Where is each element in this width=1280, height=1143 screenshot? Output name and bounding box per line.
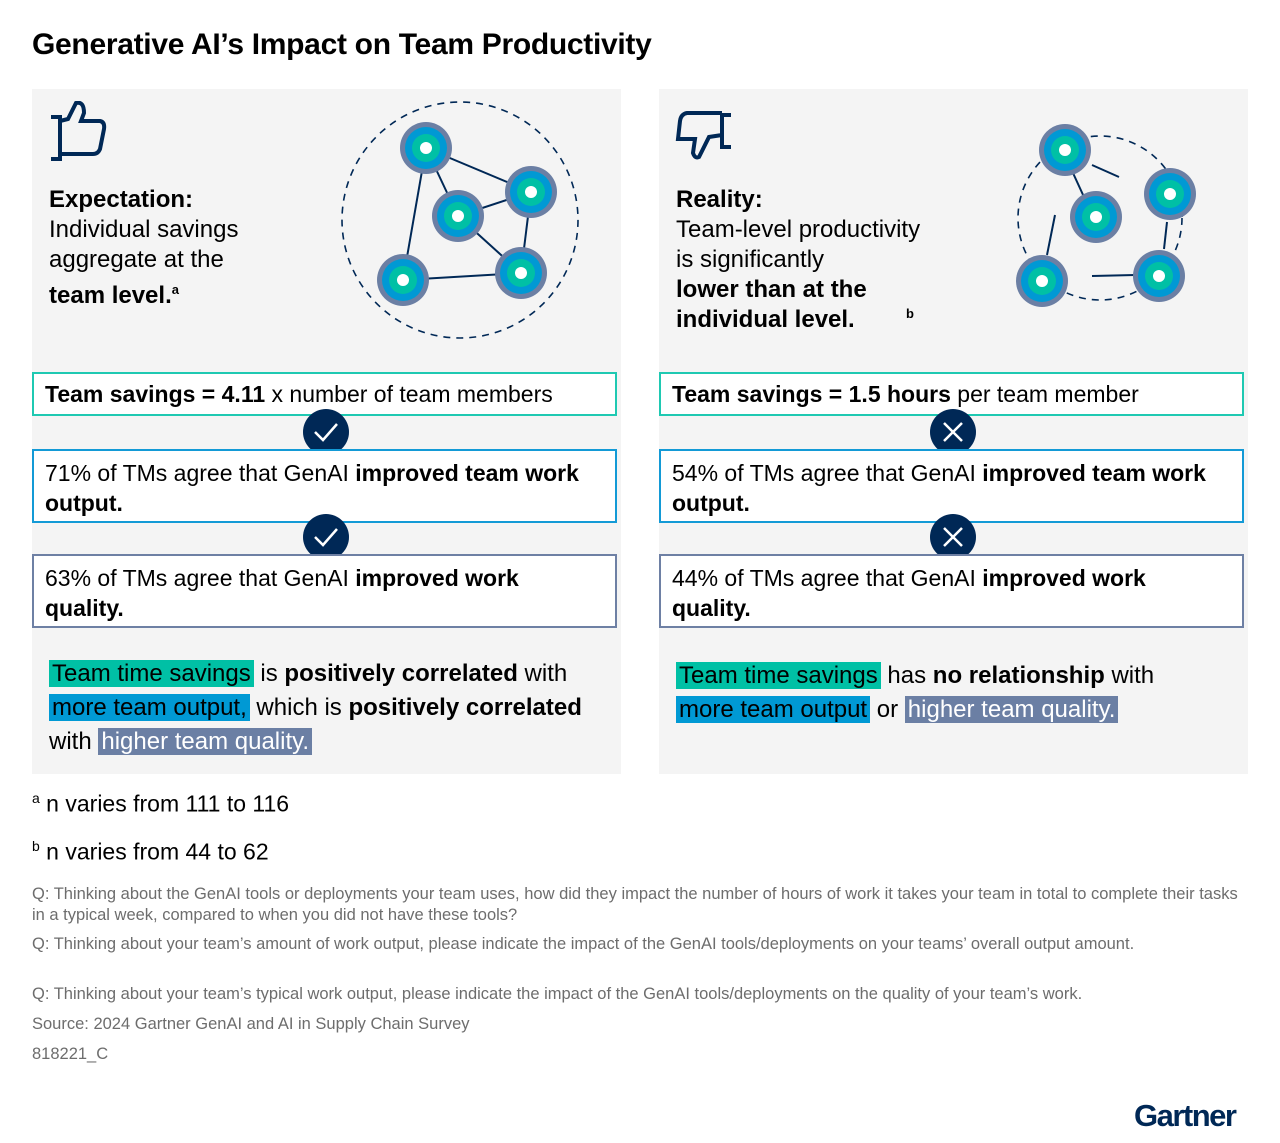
team-member-node — [1016, 255, 1068, 307]
team-savings-box: Team savings = 1.5 hours per team member — [659, 372, 1244, 416]
work-quality-box: 44% of TMs agree that GenAI improved wor… — [659, 554, 1244, 628]
survey-question: Q: Thinking about the GenAI tools or dep… — [32, 885, 1238, 924]
thumbs-down-icon — [675, 111, 731, 160]
gartner-logo: Gartner — [1134, 1098, 1237, 1133]
team-member-node — [377, 254, 429, 306]
work-output-box: 71% of TMs agree that GenAI improved tea… — [32, 449, 617, 523]
survey-question: Q: Thinking about your team’s typical wo… — [32, 985, 1083, 1003]
x-icon — [930, 409, 976, 455]
reality-heading: Reality: Team-level productivity is sign… — [676, 186, 921, 333]
reality-panel: Reality: Team-level productivity is sign… — [659, 89, 1248, 774]
footnote-a: a n varies from 111 to 116 — [32, 790, 290, 817]
expectation-heading: Expectation: Individual savings aggregat… — [49, 186, 239, 309]
reality-summary: Team time savings has no relationship wi… — [676, 659, 1246, 727]
check-icon — [303, 409, 349, 455]
check-icon — [303, 514, 349, 560]
team-member-node — [400, 122, 452, 174]
connected-network-illustration — [341, 101, 579, 339]
team-member-node — [1144, 168, 1196, 220]
work-quality-box: 63% of TMs agree that GenAI improved wor… — [32, 554, 617, 628]
team-member-node — [432, 190, 484, 242]
x-icon — [930, 514, 976, 560]
team-member-node — [1133, 250, 1185, 302]
expectation-summary: Team time savings is positively correlat… — [49, 660, 582, 755]
expectation-panel: Expectation: Individual savings aggregat… — [32, 89, 621, 774]
source-note: Source: 2024 Gartner GenAI and AI in Sup… — [32, 1015, 470, 1033]
team-member-node — [1039, 124, 1091, 176]
team-member-node — [505, 166, 557, 218]
footnote-b: b n varies from 44 to 62 — [32, 838, 269, 865]
figure-code: 818221_C — [32, 1045, 109, 1063]
team-member-node — [1070, 191, 1122, 243]
team-member-node — [495, 247, 547, 299]
disconnected-network-illustration — [1016, 124, 1196, 307]
page-title: Generative AI’s Impact on Team Productiv… — [32, 28, 652, 61]
thumbs-up-icon — [51, 101, 107, 161]
work-output-box: 54% of TMs agree that GenAI improved tea… — [659, 449, 1244, 523]
survey-question: Q: Thinking about your team’s amount of … — [32, 935, 1135, 953]
